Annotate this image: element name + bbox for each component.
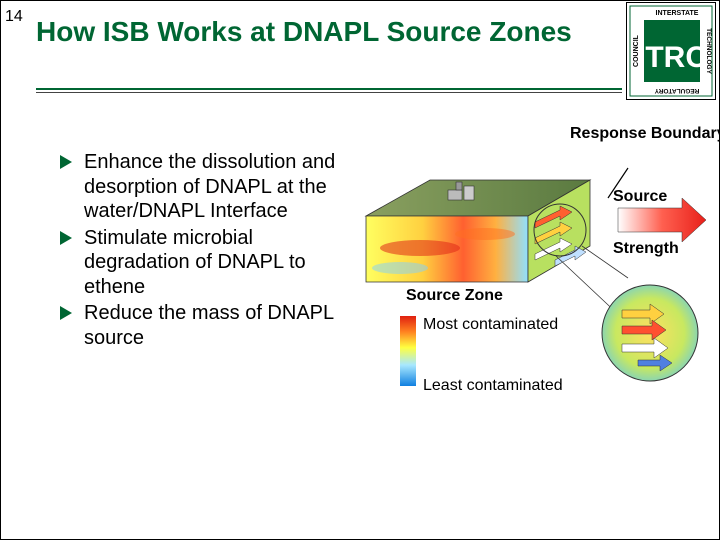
logo-left-text: COUNCIL xyxy=(633,34,640,67)
bullet-item: Reduce the mass of DNAPL source xyxy=(60,301,350,350)
contamination-legend-gradient xyxy=(400,316,416,386)
itrc-logo-graphic: INTERSTATE REGULATORY COUNCIL TECHNOLOGY… xyxy=(629,5,713,97)
slide-number: 14 xyxy=(5,8,23,25)
logo-right-text: TECHNOLOGY xyxy=(705,28,712,75)
title-divider xyxy=(36,88,622,90)
zoom-marker xyxy=(533,203,587,257)
bullet-list: Enhance the dissolution and desorption o… xyxy=(60,150,350,352)
logo-top-text: INTERSTATE xyxy=(656,10,699,17)
strength-label: Strength xyxy=(613,240,679,257)
response-boundary-label: Response Boundary xyxy=(570,125,720,142)
bullet-arrow-icon xyxy=(60,155,72,169)
bullet-item: Stimulate microbial degradation of DNAPL… xyxy=(60,226,350,300)
slide-title: How ISB Works at DNAPL Source Zones xyxy=(36,16,572,47)
source-zone-label: Source Zone xyxy=(406,287,503,304)
source-label: Source xyxy=(613,188,668,205)
bullet-item: Enhance the dissolution and desorption o… xyxy=(60,150,350,224)
bullet-text: Reduce the mass of DNAPL source xyxy=(84,302,334,349)
logo-bottom-text: REGULATORY xyxy=(654,87,699,94)
response-boundary-pointer xyxy=(607,167,629,199)
legend-most-contaminated: Most contaminated xyxy=(423,316,559,333)
title-divider-shadow xyxy=(36,92,622,93)
bullet-arrow-icon xyxy=(60,306,72,320)
source-zone-diagram xyxy=(364,167,707,382)
treatment-equipment-icon xyxy=(447,181,475,201)
legend-least-contaminated: Least contaminated xyxy=(423,377,563,394)
itrc-logo: INTERSTATE REGULATORY COUNCIL TECHNOLOGY… xyxy=(626,2,716,100)
bullet-text: Enhance the dissolution and desorption o… xyxy=(84,151,336,222)
logo-center-text: ITRC xyxy=(637,41,707,74)
flow-arrows xyxy=(534,205,587,267)
bullet-arrow-icon xyxy=(60,230,72,245)
enlarged-flow-arrows xyxy=(621,303,673,372)
source-strength-arrow xyxy=(617,197,707,243)
bullet-text: Stimulate microbial degradation of DNAPL… xyxy=(84,226,306,298)
